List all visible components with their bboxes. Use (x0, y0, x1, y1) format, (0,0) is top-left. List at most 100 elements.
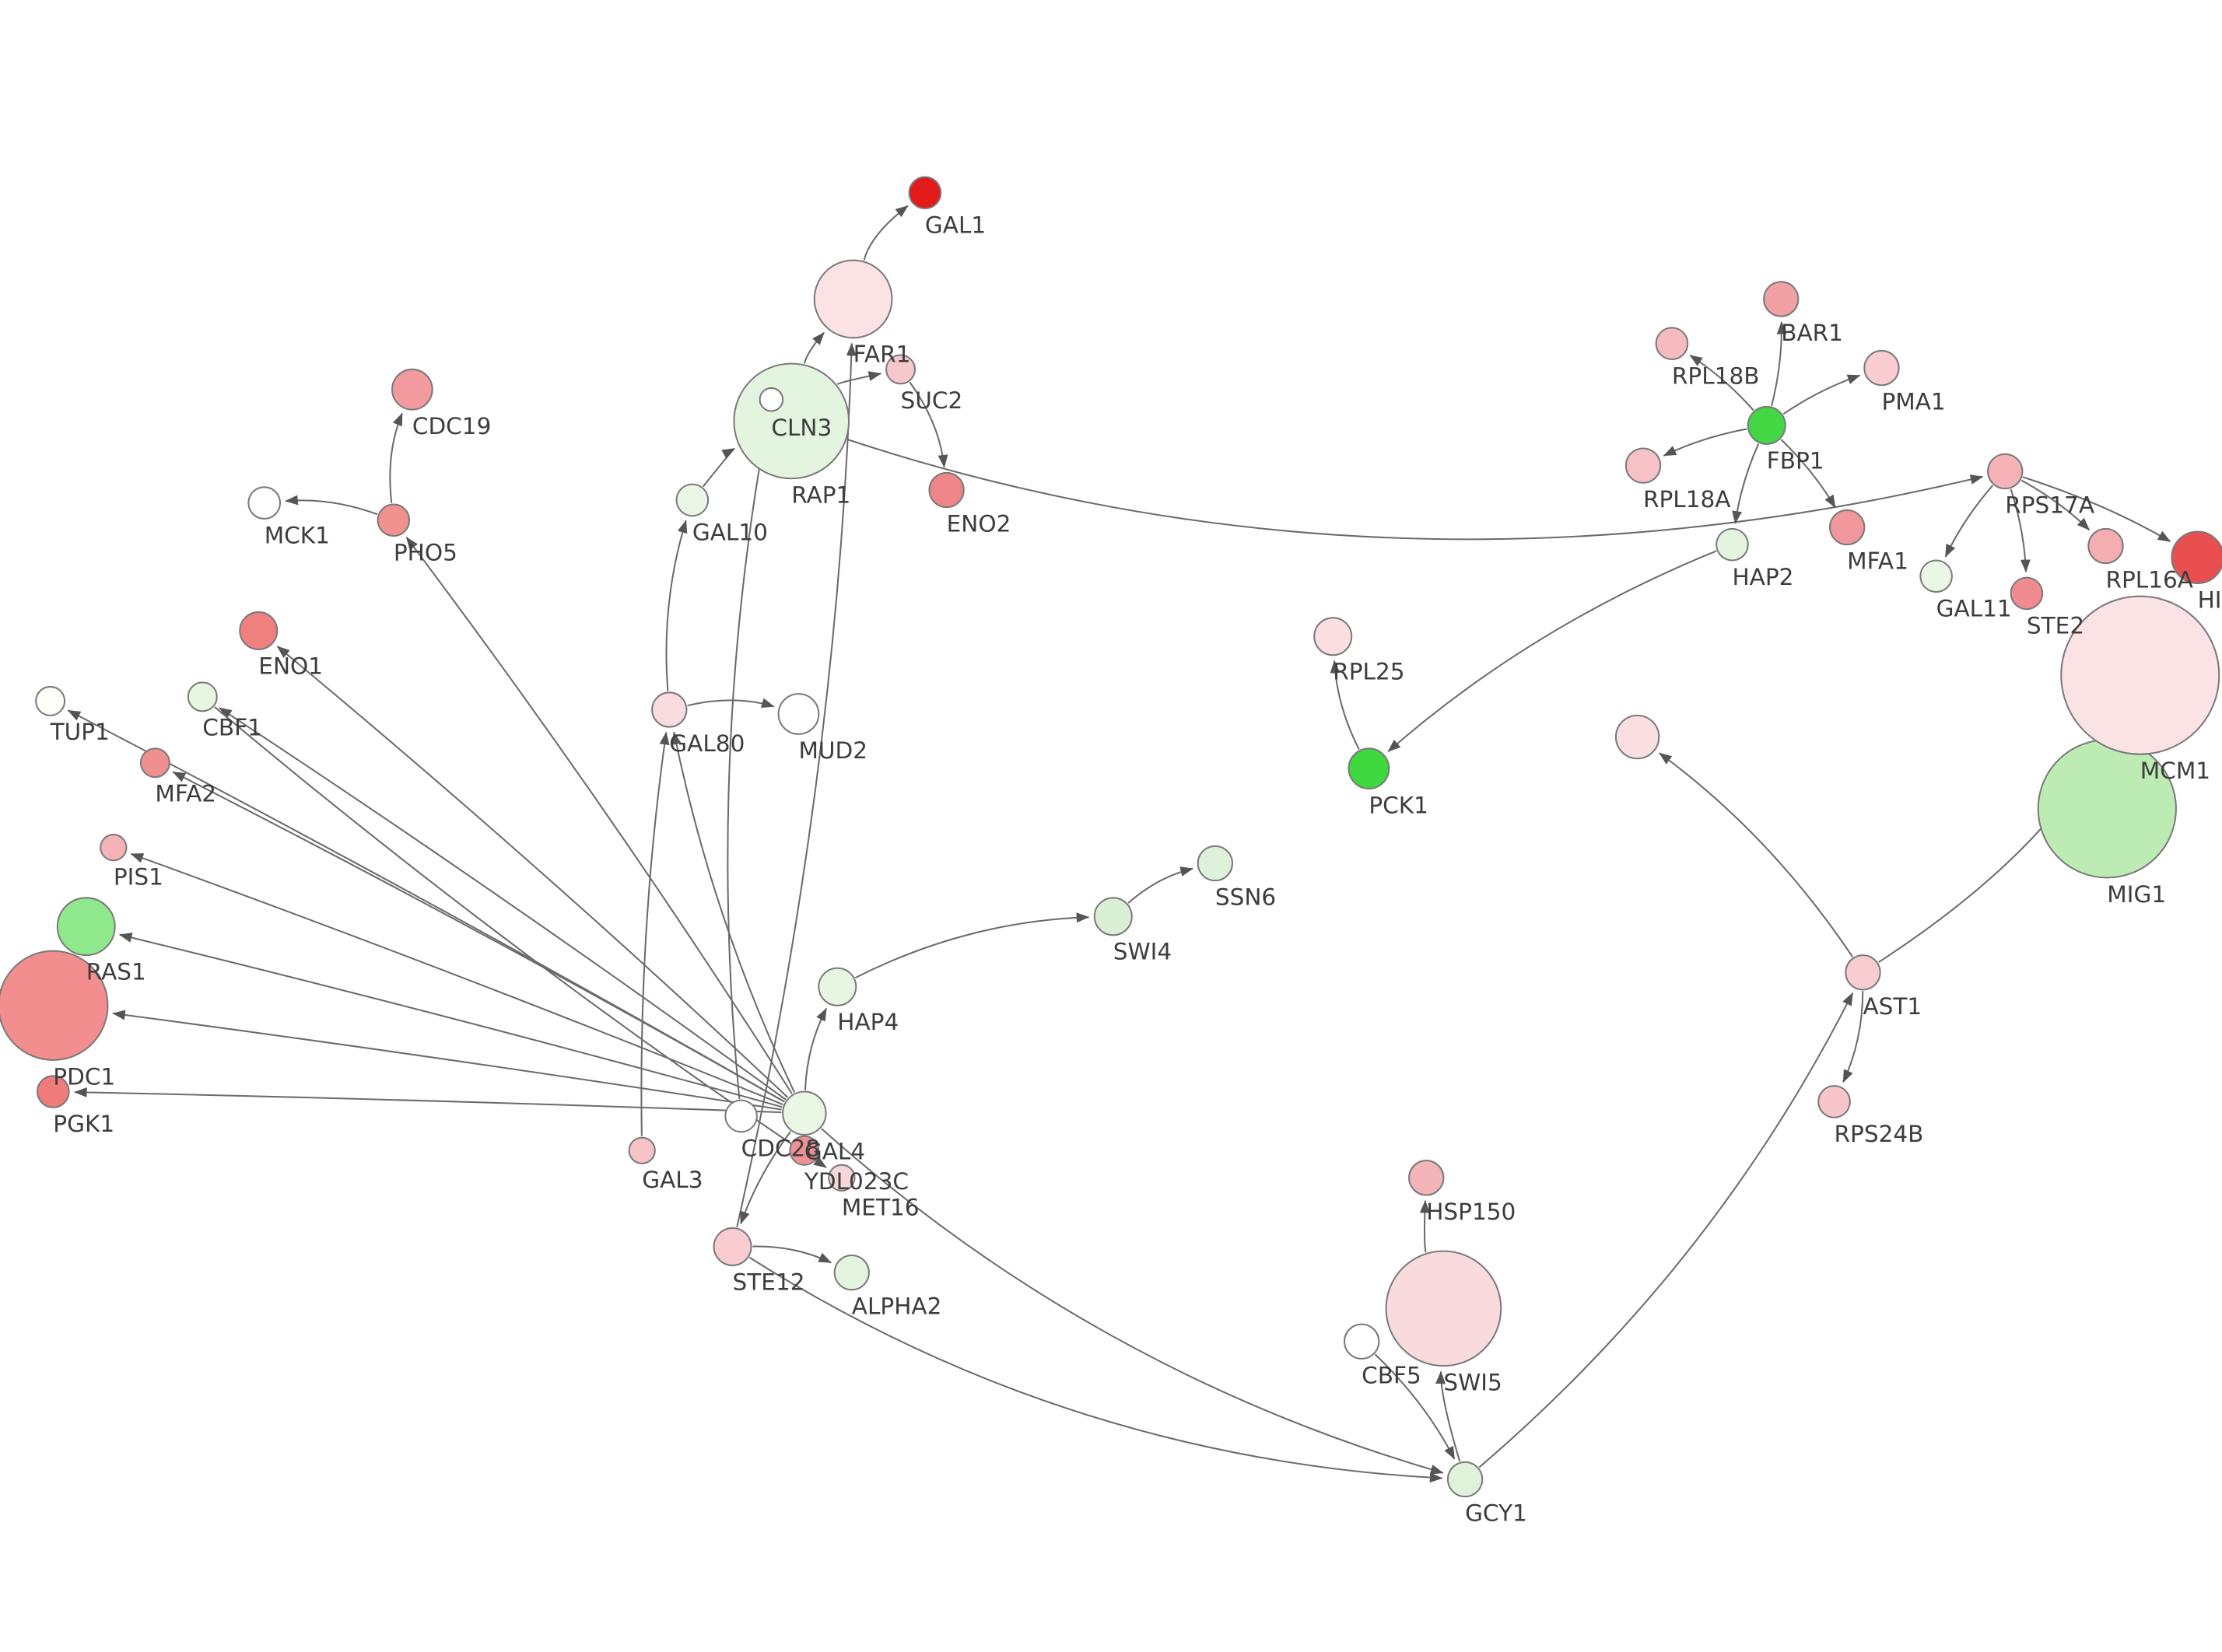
node-PHO5[interactable] (377, 503, 411, 537)
node-SSN6[interactable] (1197, 845, 1234, 882)
node-RPS24B[interactable] (1817, 1085, 1851, 1118)
edge-GAL4-RAS1 (118, 933, 783, 1108)
node-RPL16A[interactable] (2087, 527, 2124, 565)
node-CDC19[interactable] (391, 368, 433, 411)
node-FBP1[interactable] (1747, 405, 1786, 445)
node-PGK1[interactable] (36, 1075, 70, 1108)
node-ENO2[interactable] (928, 471, 965, 509)
node-STE2[interactable] (2010, 576, 2044, 611)
node-label-SWI4: SWI4 (1113, 939, 1172, 965)
node-STE12[interactable] (713, 1227, 752, 1266)
node-MUD2[interactable] (777, 693, 820, 735)
node-RPL18A[interactable] (1624, 447, 1662, 484)
edge-HAP2-PCK1 (1387, 550, 1717, 752)
edge-FBP1-BAR1 (1771, 321, 1787, 407)
edge-FBP1-RPL18A (1663, 428, 1747, 457)
node-ALPHA2[interactable] (833, 1254, 870, 1291)
node-GCY1[interactable] (1446, 1461, 1484, 1498)
node-MCK1[interactable] (247, 486, 282, 520)
node-label-CDC19: CDC19 (412, 413, 492, 439)
node-CDC28[interactable] (724, 1099, 758, 1133)
node-ENO1[interactable] (239, 611, 279, 650)
node-label-RPL18A: RPL18A (1643, 486, 1731, 513)
node-label-SUC2: SUC2 (901, 387, 963, 414)
node-RAS1[interactable] (56, 897, 116, 957)
node-MCM1[interactable] (2060, 595, 2220, 755)
node-GAL4[interactable] (782, 1090, 827, 1136)
node-RPL25[interactable] (1313, 617, 1353, 656)
edge-STE12-GCY1 (748, 1256, 1443, 1483)
node-GAL10[interactable] (675, 483, 710, 517)
edge-SUC2-ENO2 (909, 381, 948, 468)
nodes-layer (0, 176, 2222, 1498)
node-label-STE2: STE2 (2027, 613, 2084, 639)
node-label-RPL18B: RPL18B (1672, 362, 1760, 389)
node-HAP2[interactable] (1716, 527, 1749, 562)
node-PCK1[interactable] (1348, 747, 1390, 790)
node-SWI4[interactable] (1093, 897, 1133, 936)
node-label-RPL25: RPL25 (1333, 659, 1404, 685)
node-PDC1[interactable] (0, 950, 109, 1061)
node-GAL80[interactable] (651, 691, 688, 728)
node-GAL11[interactable] (1919, 559, 1953, 593)
node-label-MFA1: MFA1 (1847, 548, 1908, 575)
node-HSP150[interactable] (1408, 1160, 1445, 1196)
node-BAR1[interactable] (1763, 281, 1800, 317)
edge-GAL4-GAL80 (671, 731, 796, 1093)
node-label-PDC1: PDC1 (53, 1063, 115, 1090)
node-GAL3[interactable] (628, 1136, 656, 1164)
node-HAP4[interactable] (818, 967, 857, 1006)
edge-CBF1-MET16 (214, 706, 827, 1168)
node-node_u1[interactable] (1614, 714, 1660, 760)
node-label-GAL11: GAL11 (1936, 595, 2012, 621)
edge-STE12-FAR1 (736, 342, 857, 1227)
node-label-PHO5: PHO5 (394, 539, 457, 565)
node-label-PGK1: PGK1 (53, 1111, 114, 1137)
node-RPL18B[interactable] (1655, 327, 1689, 361)
edge-GAL4-PHO5 (405, 537, 793, 1094)
edge-AST1-RPS24B (1842, 991, 1864, 1083)
node-label-RPS17A: RPS17A (2005, 492, 2094, 519)
node-label-MIG1: MIG1 (2107, 881, 2166, 908)
node-label-RPL16A: RPL16A (2105, 567, 2193, 593)
node-SUC2[interactable] (885, 354, 916, 385)
edge-GAL4-PDC1 (112, 1010, 782, 1111)
edge-PHO5-MCK1 (285, 495, 378, 516)
node-label-GCY1: GCY1 (1465, 1500, 1527, 1527)
node-MET16[interactable] (828, 1164, 856, 1192)
node-label-GAL10: GAL10 (692, 520, 768, 546)
node-label-RAS1: RAS1 (86, 959, 146, 985)
edge-RAP1-SUC2 (836, 371, 882, 386)
node-MFA1[interactable] (1828, 509, 1866, 546)
node-label-CLN3: CLN3 (771, 415, 832, 441)
node-RPS17A[interactable] (1987, 453, 2024, 490)
node-label-SWI5: SWI5 (1443, 1370, 1502, 1396)
node-GAL1[interactable] (908, 176, 942, 210)
edge-RPS17A-STE2 (2010, 488, 2031, 573)
node-CLN3[interactable] (759, 387, 784, 412)
node-SWI5[interactable] (1385, 1250, 1502, 1367)
node-YDL023C[interactable] (789, 1135, 820, 1166)
node-FAR1[interactable] (813, 259, 893, 339)
node-TUP1[interactable] (35, 685, 66, 716)
node-CBF1[interactable] (187, 681, 218, 712)
edge-GAL3-GAL80 (640, 731, 670, 1136)
node-MFA2[interactable] (139, 747, 170, 779)
node-PIS1[interactable] (100, 834, 128, 862)
node-label-ALPHA2: ALPHA2 (852, 1293, 942, 1320)
edge-FBP1-HAP2 (1732, 443, 1760, 524)
node-PMA1[interactable] (1863, 349, 1900, 387)
node-AST1[interactable] (1845, 954, 1881, 991)
edge-GAL10-RAP1 (702, 447, 735, 488)
node-HIS4[interactable] (2171, 530, 2222, 585)
node-label-FBP1: FBP1 (1767, 447, 1824, 474)
edge-PHO5-CDC19 (389, 412, 403, 503)
node-label-RAP1: RAP1 (791, 482, 850, 509)
node-label-RPS24B: RPS24B (1835, 1121, 1924, 1147)
edge-CBF5-GCY1 (1374, 1353, 1456, 1460)
edge-RPS17A-GAL11 (1944, 485, 1994, 558)
node-CBF5[interactable] (1343, 1323, 1380, 1360)
node-label-CBF1: CBF1 (202, 715, 262, 741)
